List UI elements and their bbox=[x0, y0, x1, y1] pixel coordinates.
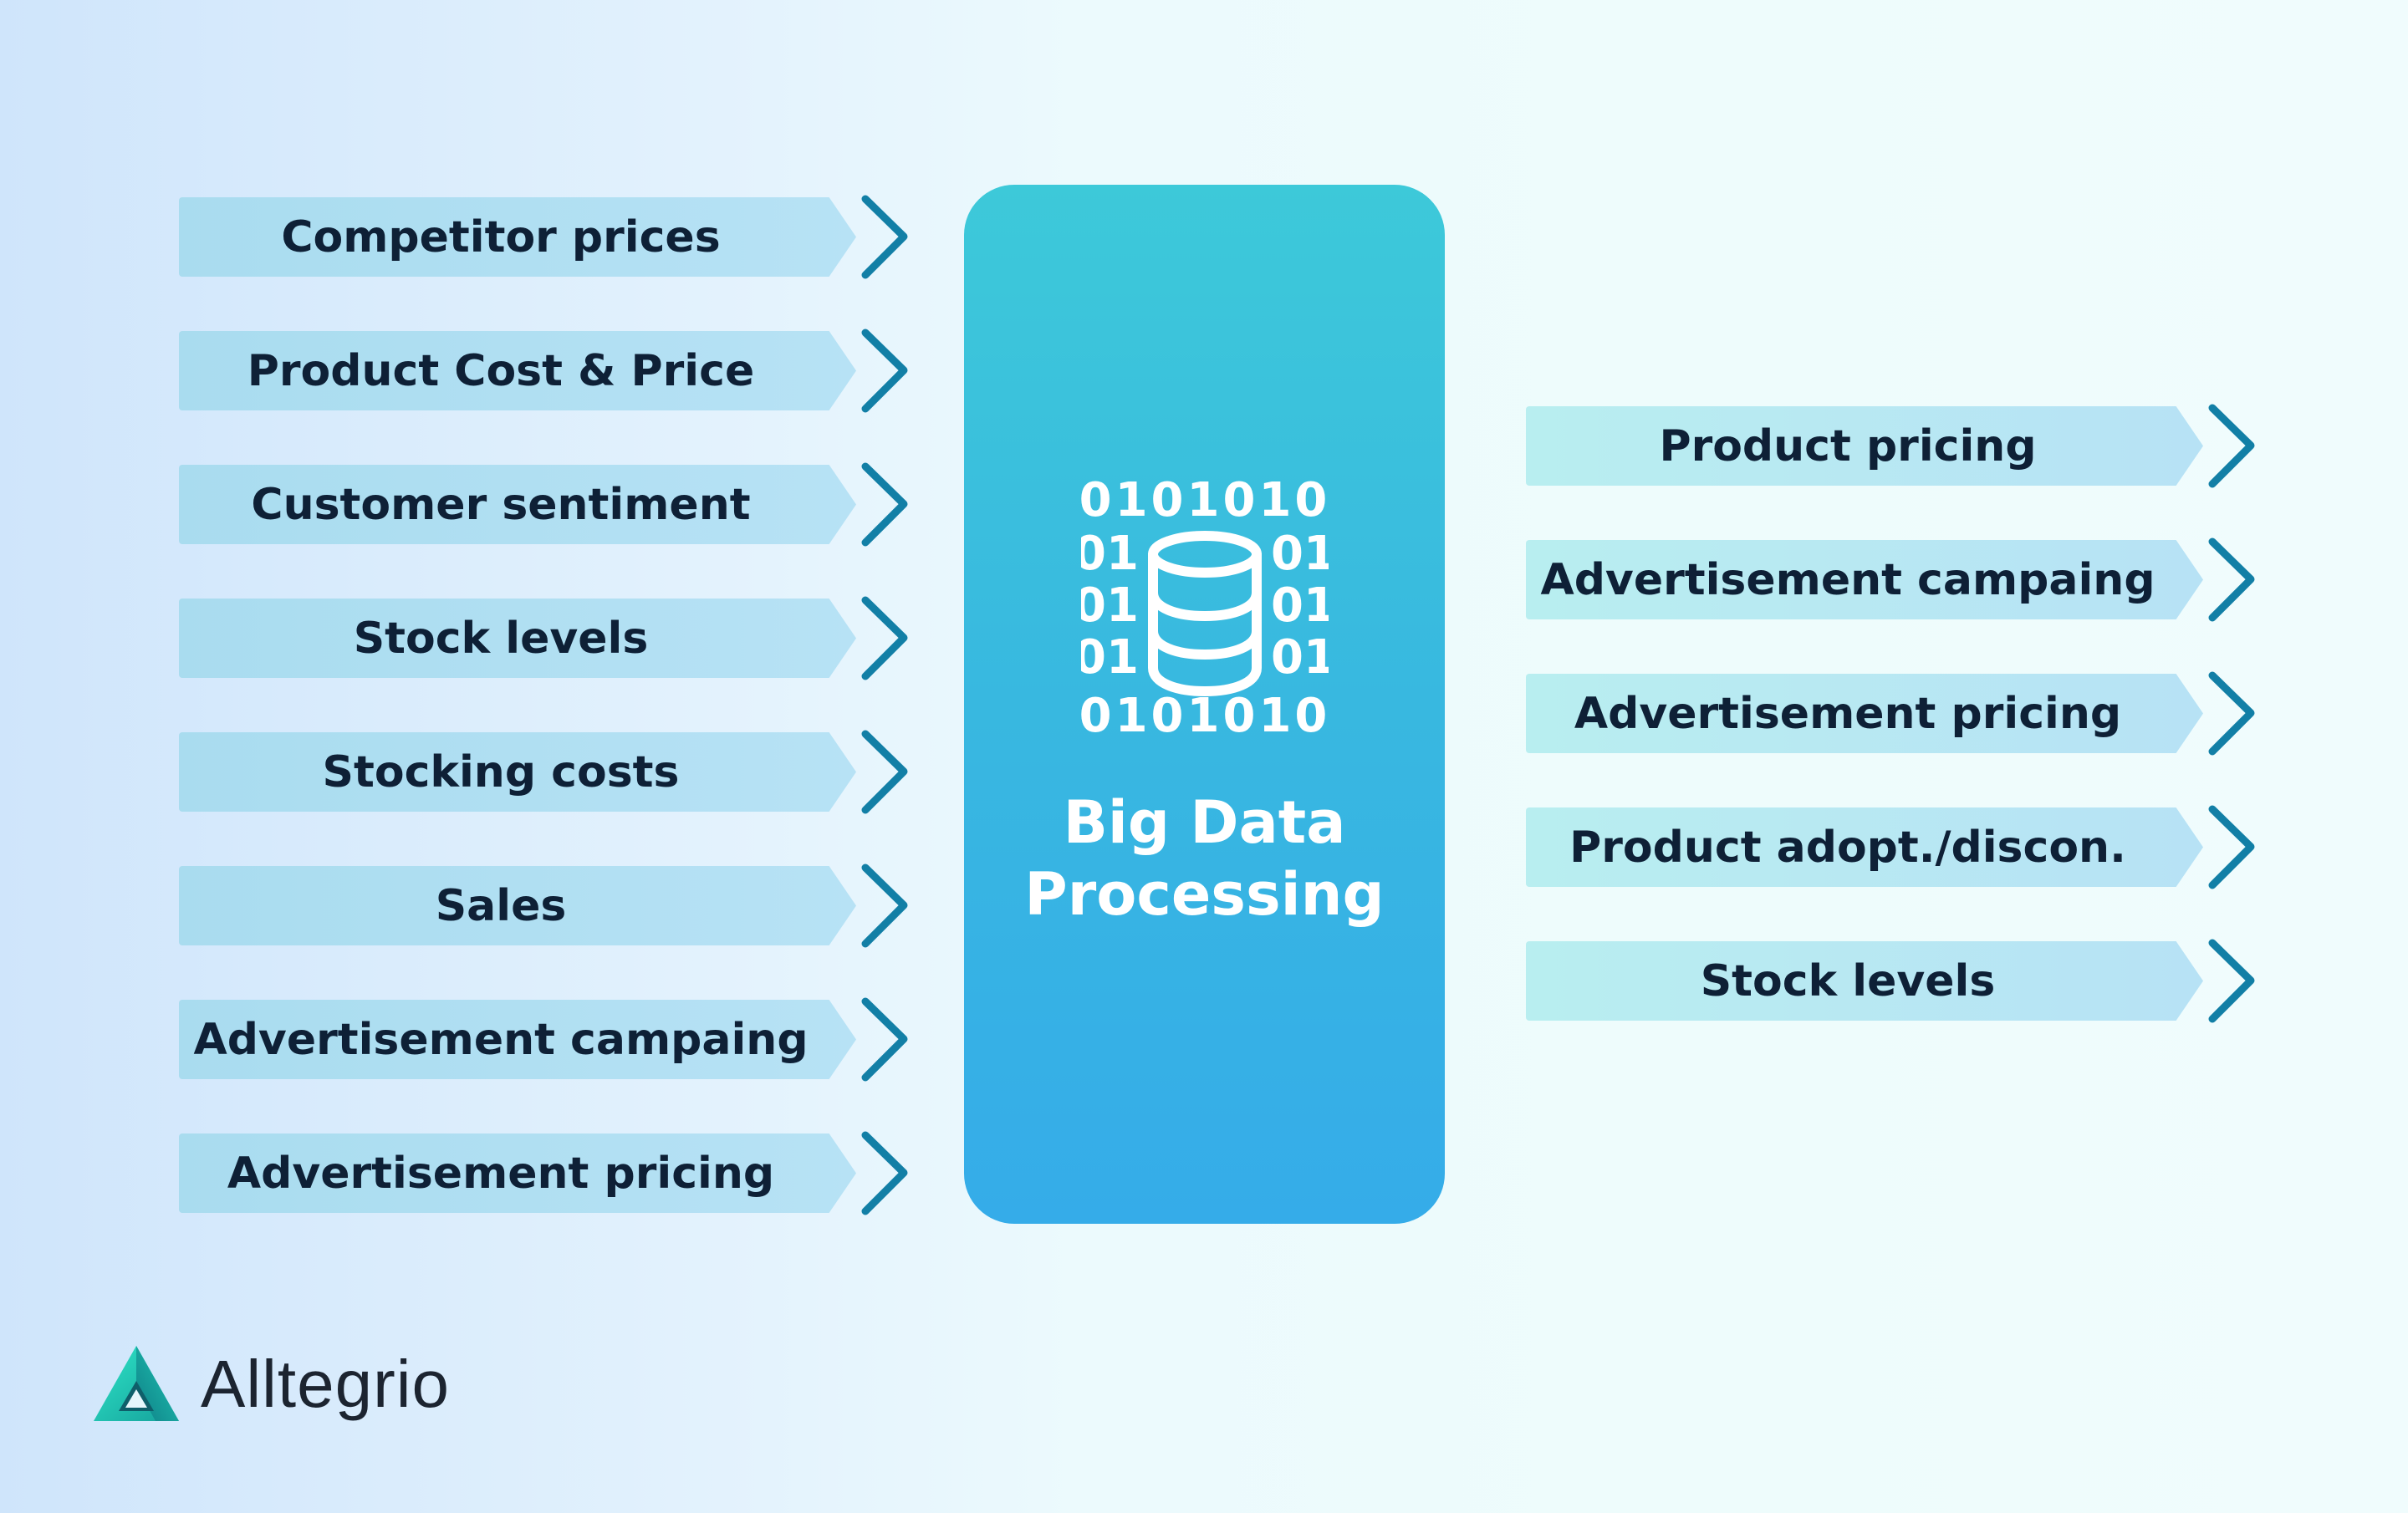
binary-side-text: 01 bbox=[1271, 527, 1329, 581]
chevron-right-icon bbox=[861, 195, 908, 279]
chevron-right-icon bbox=[2208, 537, 2255, 622]
binary-side-text: 01 bbox=[1271, 578, 1329, 633]
input-bar: Stock levels bbox=[179, 599, 856, 678]
input-label: Customer sentiment bbox=[251, 479, 751, 530]
input-item: Stock levels bbox=[179, 596, 908, 680]
output-bar: Advertisement pricing bbox=[1526, 674, 2203, 753]
input-label: Competitor prices bbox=[281, 211, 721, 262]
output-label: Advertisement campaing bbox=[1540, 554, 2155, 605]
input-bar: Sales bbox=[179, 866, 856, 945]
binary-top-text: 0101010 bbox=[1081, 477, 1329, 527]
chevron-right-icon bbox=[861, 596, 908, 680]
input-item: Advertisement campaing bbox=[179, 997, 908, 1082]
input-item: Product Cost & Price bbox=[179, 329, 908, 413]
chevron-right-icon bbox=[861, 863, 908, 948]
chevron-right-icon bbox=[861, 329, 908, 413]
output-item: Advertisement campaing bbox=[1526, 537, 2255, 622]
input-item: Customer sentiment bbox=[179, 462, 908, 547]
input-bar: Product Cost & Price bbox=[179, 331, 856, 410]
binary-side-text: 01 bbox=[1271, 630, 1329, 685]
big-data-processing-box: 0101010 0101010 01 01 01 01 01 01 Big Da… bbox=[964, 185, 1445, 1224]
input-bar: Advertisement pricing bbox=[179, 1133, 856, 1213]
output-label: Advertisement pricing bbox=[1574, 688, 2122, 739]
output-bar: Stock levels bbox=[1526, 941, 2203, 1021]
output-item: Advertisement pricing bbox=[1526, 671, 2255, 756]
input-bar: Stocking costs bbox=[179, 732, 856, 812]
binary-bottom-text: 0101010 bbox=[1081, 689, 1329, 736]
input-label: Advertisement campaing bbox=[193, 1014, 809, 1065]
input-item: Competitor prices bbox=[179, 195, 908, 279]
output-item: Product pricing bbox=[1526, 404, 2255, 488]
input-item: Advertisement pricing bbox=[179, 1131, 908, 1215]
chevron-right-icon bbox=[2208, 404, 2255, 488]
input-item: Stocking costs bbox=[179, 730, 908, 814]
outputs-column: Product pricing Advertisement campaing A… bbox=[1526, 404, 2255, 1023]
chevron-right-icon bbox=[861, 1131, 908, 1215]
database-cylinder-icon bbox=[1148, 531, 1262, 697]
database-binary-icon: 0101010 0101010 01 01 01 01 01 01 bbox=[1081, 477, 1329, 736]
chevron-right-icon bbox=[861, 997, 908, 1082]
output-label: Product pricing bbox=[1659, 420, 2037, 471]
output-bar: Product adopt./discon. bbox=[1526, 807, 2203, 887]
input-bar: Customer sentiment bbox=[179, 465, 856, 544]
chevron-right-icon bbox=[861, 462, 908, 547]
processing-title: Big Data Processing bbox=[1024, 788, 1385, 929]
chevron-right-icon bbox=[2208, 939, 2255, 1023]
input-label: Advertisement pricing bbox=[227, 1148, 775, 1199]
output-item: Stock levels bbox=[1526, 939, 2255, 1023]
output-bar: Product pricing bbox=[1526, 406, 2203, 486]
input-bar: Advertisement campaing bbox=[179, 1000, 856, 1079]
inputs-column: Competitor prices Product Cost & Price C… bbox=[179, 195, 908, 1215]
binary-side-text: 01 bbox=[1081, 527, 1139, 581]
input-label: Stock levels bbox=[353, 613, 649, 664]
binary-side-text: 01 bbox=[1081, 578, 1139, 633]
input-label: Product Cost & Price bbox=[247, 345, 755, 396]
input-label: Sales bbox=[435, 880, 567, 931]
input-item: Sales bbox=[179, 863, 908, 948]
input-label: Stocking costs bbox=[322, 746, 680, 797]
output-bar: Advertisement campaing bbox=[1526, 540, 2203, 619]
binary-side-text: 01 bbox=[1081, 630, 1139, 685]
brand-name: Alltegrio bbox=[201, 1347, 451, 1421]
chevron-right-icon bbox=[861, 730, 908, 814]
triangle-logo-icon bbox=[94, 1346, 179, 1421]
output-label: Stock levels bbox=[1700, 955, 1996, 1006]
brand: Alltegrio bbox=[90, 1342, 450, 1426]
chevron-right-icon bbox=[2208, 805, 2255, 889]
output-label: Product adopt./discon. bbox=[1569, 822, 2126, 873]
input-bar: Competitor prices bbox=[179, 197, 856, 277]
chevron-right-icon bbox=[2208, 671, 2255, 756]
output-item: Product adopt./discon. bbox=[1526, 805, 2255, 889]
